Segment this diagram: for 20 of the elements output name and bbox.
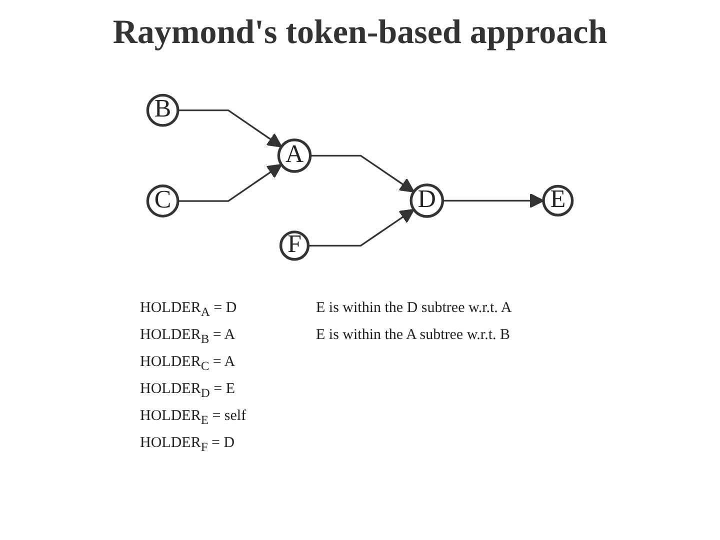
title: Raymond's token-based approach [112,14,608,51]
circle-node: D [410,184,444,218]
circle-node: E [542,184,574,216]
holder-equation: HOLDER$_{D}$ = E [140,381,235,401]
note-text: E is within the A subtree w.r.t. B [316,327,510,345]
arrow [310,154,414,192]
holder-equation: HOLDER$_{F}$ = D [140,435,235,455]
circle-node: F [279,230,310,261]
holder-equation: HOLDER$_{B}$ = A [140,327,236,347]
arrow [178,109,282,148]
circle-node: B [146,94,180,127]
note-text: E is within the D subtree w.r.t. A [316,300,512,318]
holder-equation: HOLDER$_{C}$ = A [140,354,236,374]
holder-equation: HOLDER$_{E}$ = self [140,408,246,428]
holder-equation: HOLDER$_{A}$ = D [140,300,237,320]
arrow [442,193,544,208]
circle-node: A [277,138,312,173]
circle-node: C [146,184,180,218]
arrow [308,208,414,247]
arrow [178,164,282,202]
